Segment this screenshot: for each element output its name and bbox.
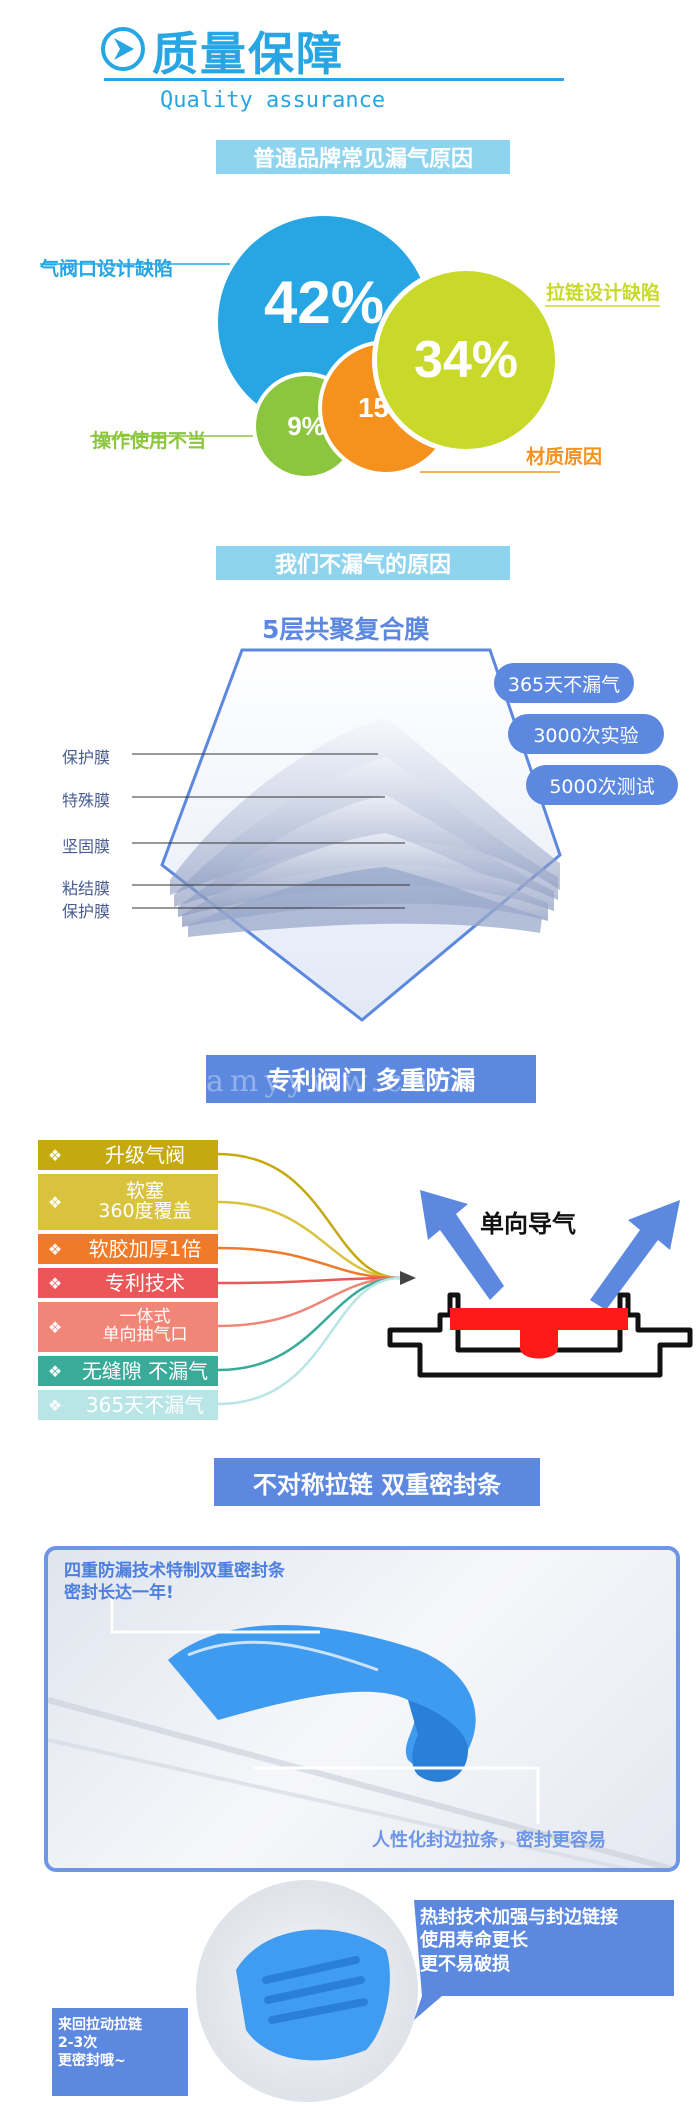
chevron-circle-icon (100, 26, 146, 72)
callout-pull-zipper: 来回拉动拉链 2-3次 更密封哦~ (58, 2017, 142, 2070)
page-subtitle: Quality assurance (160, 88, 386, 113)
section2-title: 我们不漏气的原因 (216, 546, 510, 580)
callout-top-line (110, 1596, 330, 1636)
feature-5: ❖ 一体式 单向抽气口 (38, 1302, 218, 1352)
page-title: 质量保障 (152, 27, 344, 81)
zipper-photo-frame (44, 1546, 680, 1872)
layer-label-4: 粘结膜 (62, 879, 111, 898)
bubble-42-value: 42% (263, 268, 385, 336)
zipper-closeup-photo (196, 1880, 418, 2102)
callout-right-bubble (414, 1900, 674, 2020)
header-underline (104, 78, 564, 81)
feature-3: ❖ 软胶加厚1倍 (38, 1234, 218, 1264)
pill-365-days: 365天不漏气 (494, 663, 634, 703)
diamond-bullet-icon: ❖ (47, 1273, 63, 1293)
callout-heat-seal: 热封技术加强与封边链接 使用寿命更长 更不易破损 (420, 1907, 618, 1975)
callout-bottom-line (254, 1766, 544, 1826)
callout-easy-seal: 人性化封边拉条，密封更容易 (372, 1830, 606, 1851)
feature-6: ❖ 无缝隙 不漏气 (38, 1356, 218, 1386)
diamond-bullet-icon: ❖ (47, 1145, 63, 1165)
label-valve-defect: 气阀口设计缺陷 (40, 258, 174, 280)
zipper-photo-illustration (48, 1625, 676, 1868)
feature-5-text: 一体式 单向抽气口 (102, 1307, 188, 1345)
feature-7: ❖ 365天不漏气 (38, 1390, 218, 1420)
section3-title-text: 专利阀门 多重防漏 (266, 1066, 476, 1095)
layer-label-3: 坚固膜 (62, 837, 111, 856)
label-misuse: 操作使用不当 (92, 430, 207, 452)
layer-label-5: 保护膜 (62, 902, 111, 921)
bubble-leader-lines (0, 180, 700, 500)
section1-title: 普通品牌常见漏气原因 (216, 140, 510, 174)
diamond-bullet-icon: ❖ (47, 1192, 63, 1212)
membrane-title: 5层共聚复合膜 (262, 615, 430, 644)
feature-4-text: 专利技术 (105, 1270, 185, 1295)
diamond-bullet-icon: ❖ (47, 1239, 63, 1259)
header: 质量保障 Quality assurance (0, 0, 700, 120)
membrane-diagram (160, 645, 580, 1025)
layer-label-1: 保护膜 (62, 748, 111, 767)
layer-lines (0, 730, 460, 930)
bubble-34: 34% (372, 266, 560, 454)
section4-title: 不对称拉链 双重密封条 (214, 1458, 540, 1506)
pill-3000-tests: 3000次实验 (508, 714, 664, 754)
bubble-34-value: 34% (413, 331, 519, 389)
label-material: 材质原因 (526, 446, 603, 468)
watermark: amyyww.com (206, 1064, 467, 1099)
valve-label: 单向导气 (480, 1210, 576, 1238)
diamond-bullet-icon: ❖ (47, 1361, 63, 1381)
callout-double-seal: 四重防漏技术特制双重密封条 密封长达一年! (64, 1561, 285, 1604)
feature-4: ❖ 专利技术 (38, 1268, 218, 1298)
label-zipper-defect: 拉链设计缺陷 (546, 282, 661, 304)
feature-1: ❖ 升级气阀 (38, 1140, 218, 1170)
feature-6-text: 无缝隙 不漏气 (81, 1358, 209, 1383)
feature-2-text: 软塞 360度覆盖 (98, 1180, 192, 1222)
feature-7-text: 365天不漏气 (85, 1392, 205, 1417)
diamond-bullet-icon: ❖ (47, 1395, 63, 1415)
valve-diagram (380, 1170, 700, 1390)
feature-3-text: 软胶加厚1倍 (88, 1236, 202, 1261)
feature-2: ❖ 软塞 360度覆盖 (38, 1174, 218, 1230)
feature-1-text: 升级气阀 (105, 1142, 185, 1167)
feature-connector-lines (0, 1130, 420, 1420)
layer-label-2: 特殊膜 (62, 791, 111, 810)
diamond-bullet-icon: ❖ (47, 1317, 63, 1337)
pill-5000-tests: 5000次测试 (526, 765, 678, 805)
section3-title: 专利阀门 多重防漏 (206, 1055, 536, 1103)
